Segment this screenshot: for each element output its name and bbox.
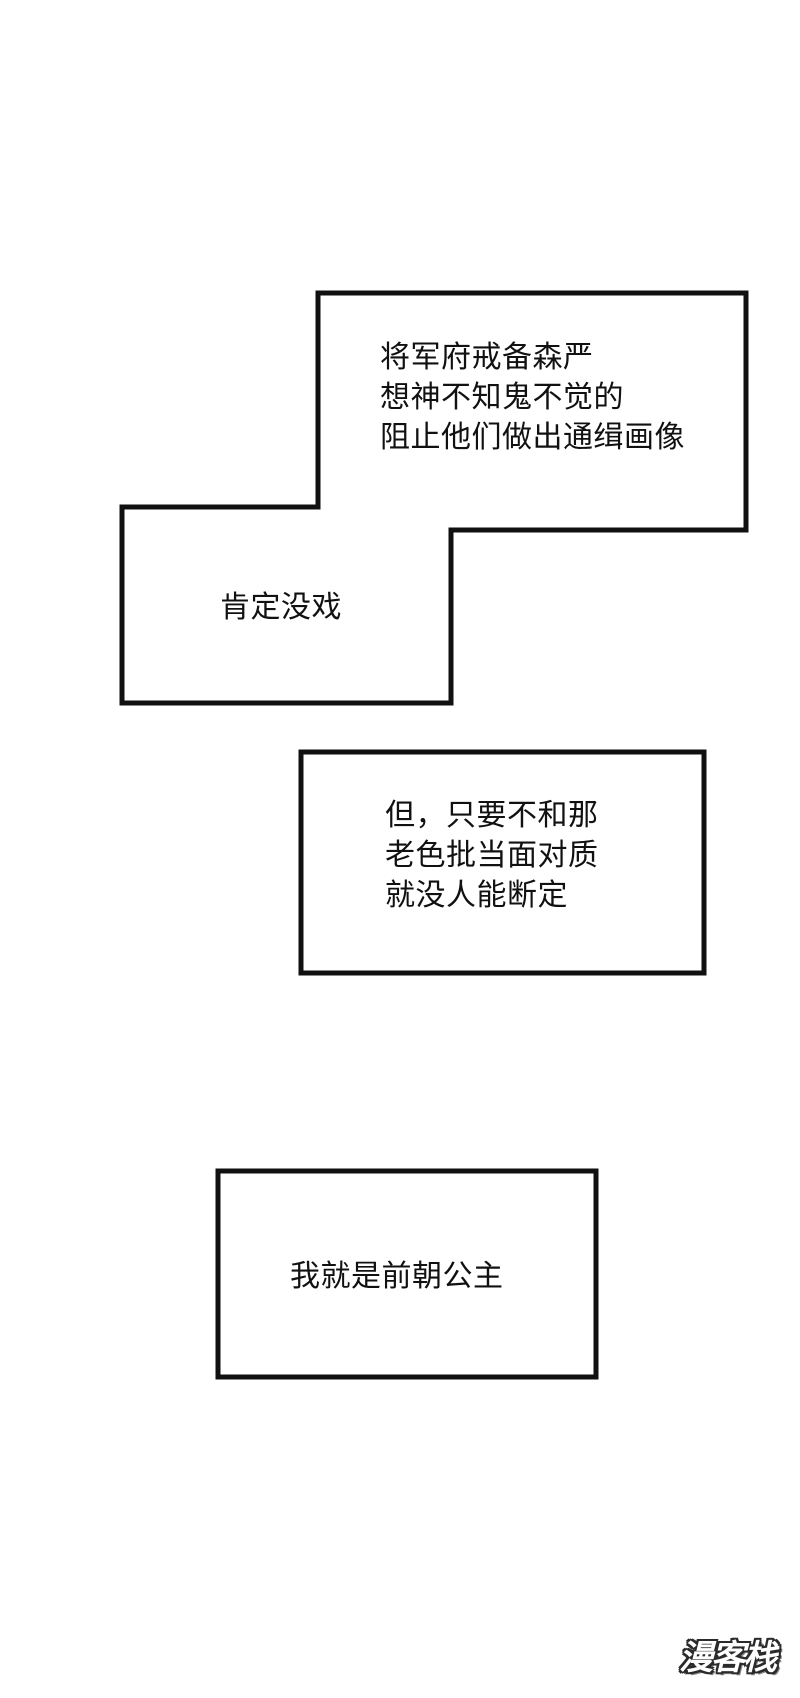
caption-text-2: 肯定没戏 xyxy=(220,588,342,628)
caption-text-1: 将军府戒备森严 想神不知鬼不觉的 阻止他们做出通缉画像 xyxy=(380,338,685,458)
caption-1-line-2: 想神不知鬼不觉的 xyxy=(380,380,624,415)
caption-frame-4 xyxy=(215,1168,599,1380)
caption-frame-combined xyxy=(119,290,749,706)
caption-1-line-3: 阻止他们做出通缉画像 xyxy=(380,420,685,455)
caption-3-line-1: 但，只要不和那 xyxy=(385,798,599,833)
caption-4-line-1: 我就是前朝公主 xyxy=(290,1259,504,1294)
caption-text-4: 我就是前朝公主 xyxy=(290,1257,504,1297)
caption-frame-3 xyxy=(298,749,707,976)
caption-3-line-3: 就没人能断定 xyxy=(385,878,568,913)
caption-1-line-1: 将军府戒备森严 xyxy=(380,340,594,375)
watermark-logo: 漫客栈 xyxy=(668,1630,786,1690)
caption-text-3: 但，只要不和那 老色批当面对质 就没人能断定 xyxy=(385,796,599,916)
caption-2-line-1: 肯定没戏 xyxy=(220,590,342,625)
caption-3-line-2: 老色批当面对质 xyxy=(385,838,599,873)
watermark-text: 漫客栈 xyxy=(679,1638,777,1678)
